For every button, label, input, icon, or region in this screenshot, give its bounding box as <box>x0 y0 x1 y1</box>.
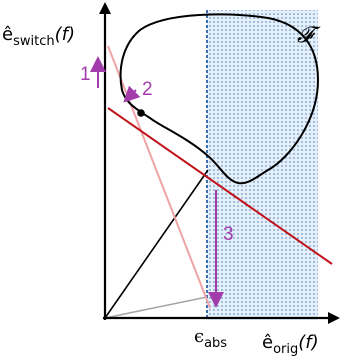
y-axis-arg: (f) <box>55 24 75 45</box>
y-axis-sub: switch <box>13 34 55 49</box>
pink-line <box>107 45 211 309</box>
x-axis-hat: ê <box>262 332 273 353</box>
x-axis-label: êorig(f) <box>262 332 319 357</box>
filled-dot-icon <box>137 109 145 117</box>
step-3-label: 3 <box>223 224 234 245</box>
epsilon-sub: abs <box>204 336 227 351</box>
arrowhead-icon <box>99 2 111 14</box>
shaded-region <box>207 10 318 320</box>
y-axis-label: êswitch(f) <box>2 24 75 49</box>
gray-line <box>104 296 208 319</box>
epsilon-abs-label: ϵabs <box>194 326 227 351</box>
x-axis-sub: orig <box>273 342 298 357</box>
red-tangent-line <box>107 107 333 265</box>
step-2-label: 2 <box>142 79 153 100</box>
y-axis-hat: ê <box>2 24 13 45</box>
arrowhead-icon <box>328 312 340 324</box>
region-f-outline <box>119 13 320 185</box>
step-1-label: 1 <box>80 64 91 85</box>
step-arrow-icon <box>123 85 141 103</box>
black-line <box>104 169 209 319</box>
epsilon-symbol: ϵ <box>194 326 204 347</box>
x-axis-arg: (f) <box>298 332 318 353</box>
